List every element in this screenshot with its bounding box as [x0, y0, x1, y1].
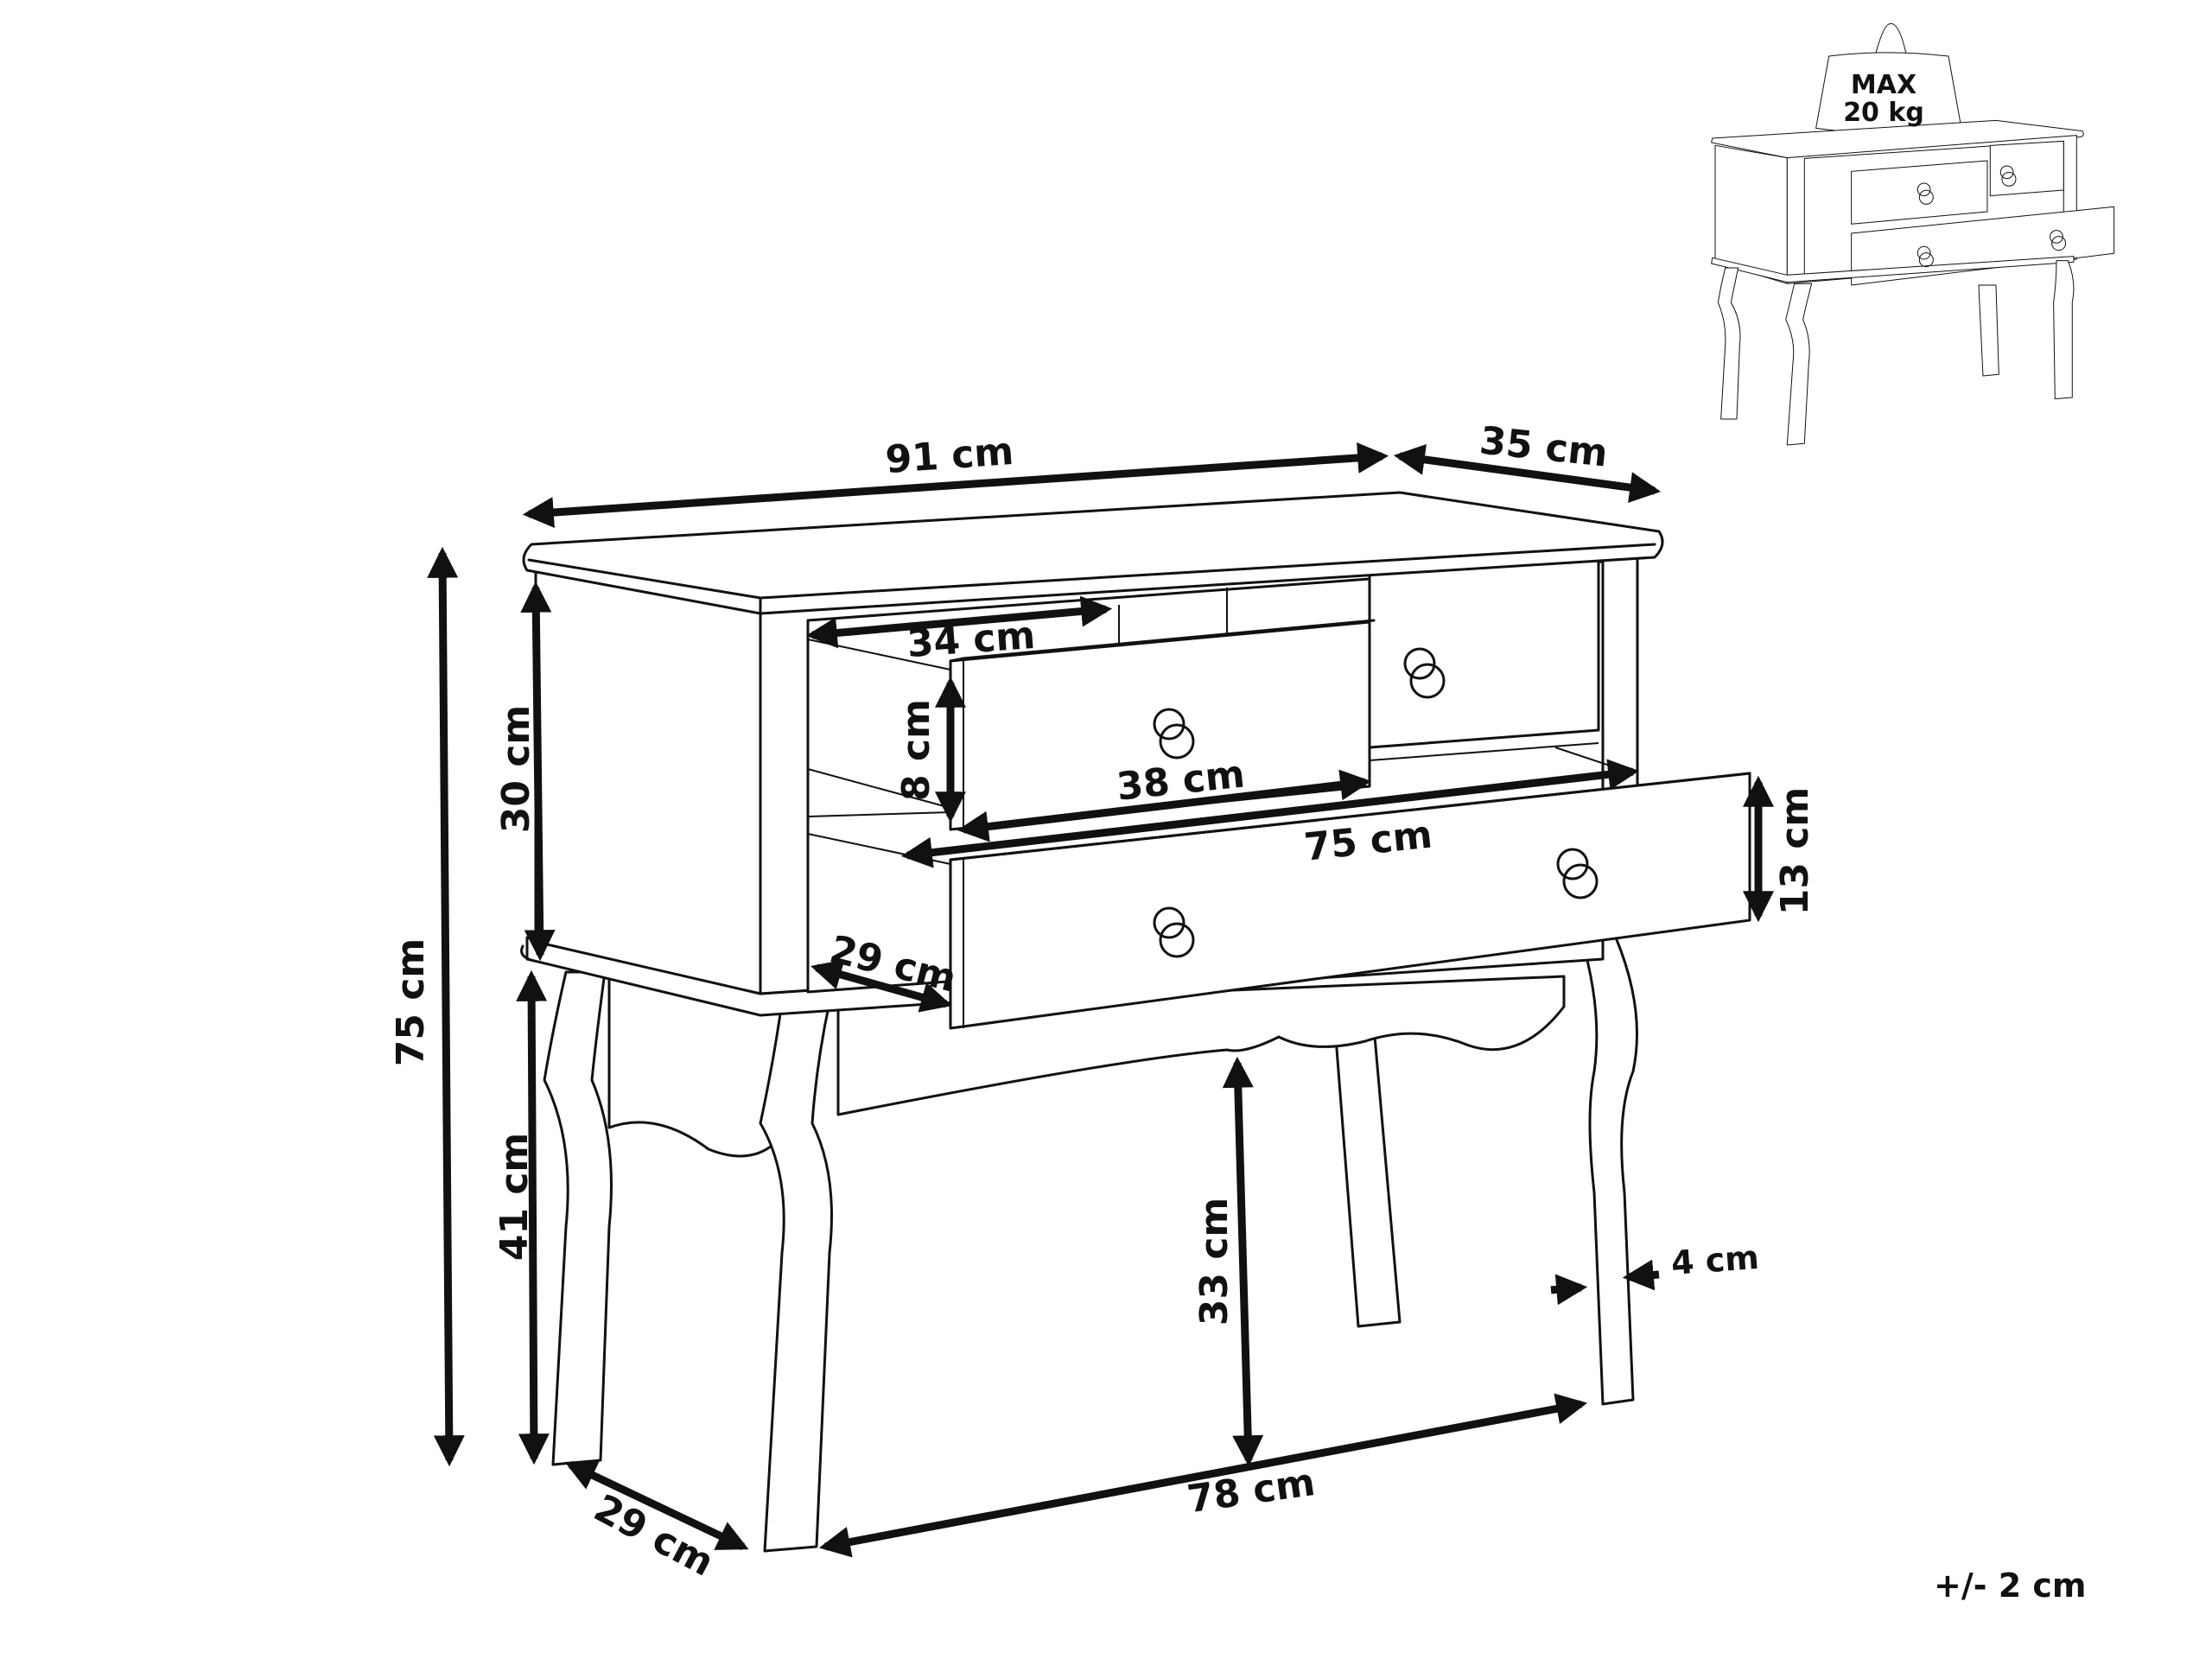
- ring-pull-icon: [2001, 171, 2017, 187]
- front-center-leg: [759, 1001, 833, 1553]
- ring-pull-icon: [1153, 906, 1195, 958]
- tolerance-note: +/- 2 cm: [1934, 1567, 2087, 1605]
- thumb-leg: [1978, 284, 1999, 377]
- ring-pull-icon: [1916, 182, 1931, 197]
- ring-pull-icon: [1999, 165, 2014, 180]
- label-leg-span-width: 78 cm: [1185, 1460, 1318, 1522]
- ring-pull-icon: [1153, 708, 1195, 760]
- dim-large-drawer-width: [900, 759, 1640, 868]
- front-right-leg: [1580, 936, 1638, 1406]
- load-badge-line2: 20 kg: [1843, 98, 1924, 128]
- dim-large-drawer-depth: [810, 959, 952, 1013]
- ring-pull-icon: [1916, 245, 1931, 260]
- drawer-rail: [1369, 742, 1599, 761]
- thumb-leg: [1717, 267, 1741, 420]
- ring-pull-icon: [1918, 189, 1934, 205]
- max-load-thumbnail: [1711, 22, 2115, 446]
- ring-pull-icon: [2051, 236, 2067, 251]
- label-top-width: 91 cm: [884, 429, 1015, 482]
- thumb-leg: [1785, 283, 1813, 446]
- label-body-height: 30 cm: [494, 705, 538, 833]
- weight-handle-icon: [1874, 22, 1908, 57]
- dim-top-depth: [1393, 444, 1662, 503]
- label-leg-height: 41 cm: [493, 1133, 537, 1261]
- dim-leg-span-width: [818, 1393, 1588, 1558]
- side-apron: [607, 975, 779, 1158]
- label-large-drawer-height: 13 cm: [1773, 787, 1817, 915]
- dim-under-clearance: [1222, 1056, 1264, 1467]
- dim-leg-thickness-right: [1622, 1259, 1660, 1291]
- console-table-drawing: [520, 491, 1751, 1553]
- dim-leg-height: [516, 969, 550, 1465]
- thumb-drawer-closed: [1989, 140, 2064, 197]
- thumb-drawer-small: [1851, 160, 1988, 225]
- thumb-frame: [1711, 256, 2075, 283]
- ring-pull-icon: [1918, 252, 1934, 268]
- dim-leg-thickness-left: [1550, 1274, 1588, 1306]
- dim-top-width: [522, 442, 1389, 529]
- upper-right-drawer: [1368, 551, 1600, 749]
- label-small-drawer-depth: 34 cm: [906, 613, 1037, 666]
- load-badge-line1: MAX: [1851, 70, 1916, 100]
- body-side-panel: [534, 560, 762, 995]
- ring-pull-icon: [2050, 230, 2063, 244]
- dim-body-height: [520, 581, 556, 962]
- label-small-drawer-height: 8 cm: [894, 699, 938, 801]
- label-under-clearance: 33 cm: [1192, 1198, 1236, 1325]
- dim-leg-span-depth: [564, 1460, 749, 1551]
- front-left-leg: [543, 970, 613, 1466]
- dimension-lines: [427, 442, 1774, 1558]
- label-leg-thickness: 4 cm: [1670, 1238, 1761, 1282]
- thumb-drawer-large: [1851, 206, 2115, 286]
- thumb-leg: [2053, 260, 2075, 400]
- dim-small-drawer-depth: [805, 595, 1113, 649]
- dim-total-height: [427, 546, 465, 1467]
- back-right-leg: [1333, 1025, 1402, 1328]
- label-total-height: 75 cm: [389, 938, 433, 1066]
- ring-pull-icon: [1403, 647, 1446, 699]
